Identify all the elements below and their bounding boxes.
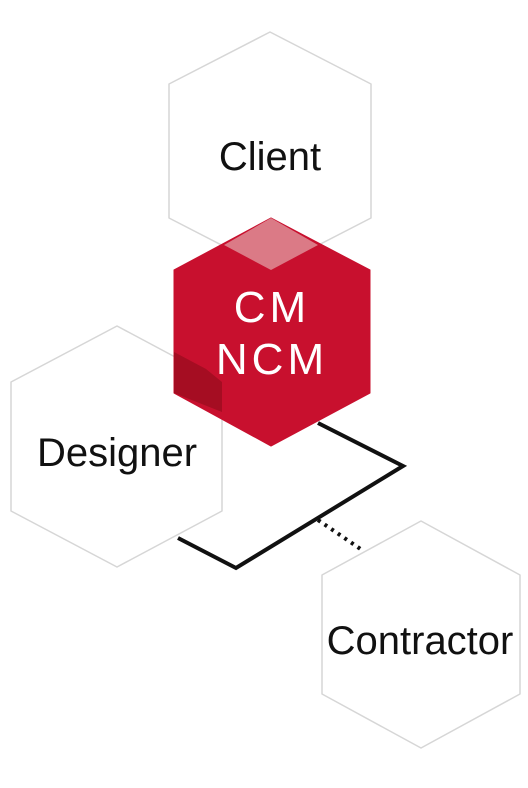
- contractor-label: Contractor: [327, 619, 514, 663]
- connector-lines: [177, 421, 408, 571]
- client-hexagon: Client: [168, 31, 372, 271]
- client-label: Client: [219, 135, 321, 179]
- client-overlap-shape: [224, 218, 318, 270]
- ncm-label: NCM: [216, 335, 328, 384]
- designer-overlap-shape: [174, 352, 222, 412]
- cm-ncm-hexagon: CM NCM: [173, 217, 371, 447]
- cm-ncm-hexagon-shape: [173, 217, 371, 447]
- cm-label: CM: [234, 283, 310, 332]
- contractor-dotted-connector: [316, 518, 364, 552]
- designer-label: Designer: [37, 431, 197, 475]
- contractor-hexagon: Contractor: [321, 520, 521, 749]
- designer-contractor-connector: [177, 421, 408, 571]
- contractor-hexagon-shape: [321, 520, 521, 749]
